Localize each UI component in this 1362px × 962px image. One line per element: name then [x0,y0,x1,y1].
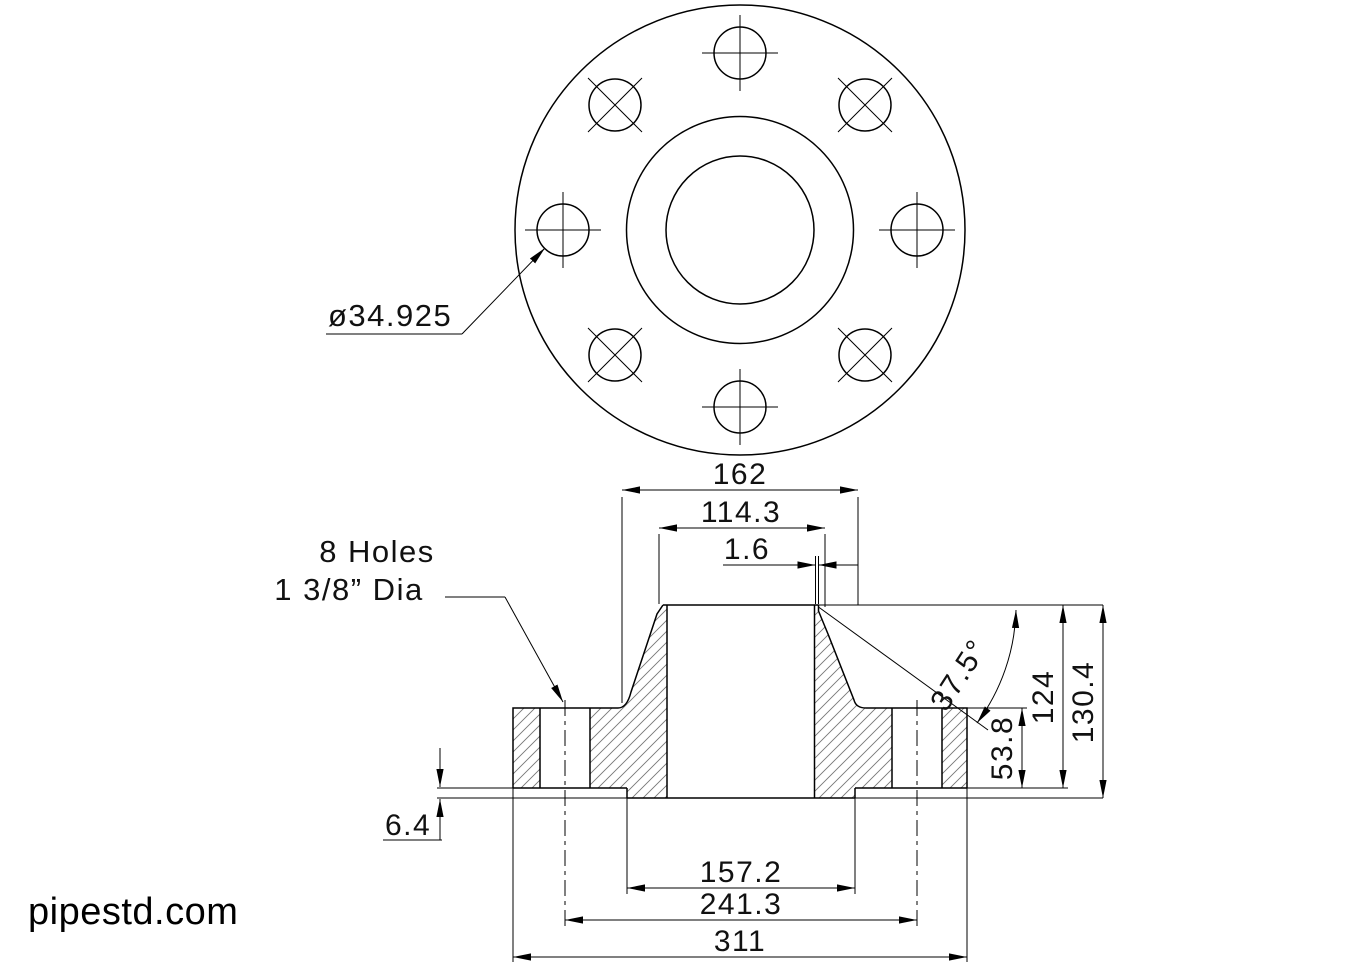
dim-root-face: 1.6 [723,533,858,569]
top-view: ø34.925 [326,4,966,456]
dim-flange-od: 311 [513,925,967,961]
bolt-hole-north [702,15,778,91]
hatch-right-hub [814,605,892,798]
dim-neck-pipe-od: 114.3 [659,496,825,532]
bolt-holes-note: 8 Holes 1 3/8” Dia [274,534,564,703]
dim-flange-thickness-value: 53.8 [986,716,1019,780]
dim-flange-thickness: 53.8 [986,708,1026,788]
dim-raised-face-diameter: 157.2 [627,856,855,892]
bolt-hole-east [879,192,955,268]
dim-hub-length-value: 124 [1027,670,1060,725]
bolt-holes-note-line1: 8 Holes [319,534,435,569]
dim-hub-length: 124 [1027,605,1067,788]
dim-neck-pipe-od-value: 114.3 [701,496,781,529]
dim-flange-od-value: 311 [714,925,766,958]
dim-bevel-angle-value: 37.5° [924,634,994,717]
raised-face-circle [625,115,855,345]
section-outline [512,604,1103,799]
bore-circle [665,155,815,305]
bolt-holes-note-line2: 1 3/8” Dia [274,572,423,607]
bolt-hole-southeast [837,327,893,383]
bolt-hole-south [702,369,778,445]
flange-outer-circle [514,4,966,456]
dim-overall-length-value: 130.4 [1067,661,1100,744]
dim-bolt-circle-diameter: 241.3 [565,888,917,924]
bolt-hole-west [525,192,601,268]
hatch-left-flange-block [513,708,540,788]
hatch-right-flange-block [942,708,967,788]
hole-diameter-callout: ø34.925 [326,247,546,335]
dim-raised-face-height: 6.4 [383,748,444,842]
dim-bolt-circle-diameter-value: 241.3 [700,888,783,921]
dim-raised-face-diameter-value: 157.2 [700,856,783,889]
dim-root-face-value: 1.6 [724,533,770,566]
dim-raised-face-height-value: 6.4 [385,809,431,842]
dim-hub-diameter: 162 [622,458,858,494]
section-view: 162 114.3 1.6 37.5° 53.8 124 [274,458,1107,962]
dim-hub-diameter-value: 162 [713,458,768,491]
dim-overall-length: 130.4 [1067,605,1107,798]
hole-diameter-label: ø34.925 [328,298,452,333]
hatch-left-hub [590,605,667,798]
bolt-hole-southwest [587,327,643,383]
bolt-hole-northwest [587,77,643,133]
bolt-hole-northeast [837,77,893,133]
site-watermark: pipestd.com [28,891,238,933]
